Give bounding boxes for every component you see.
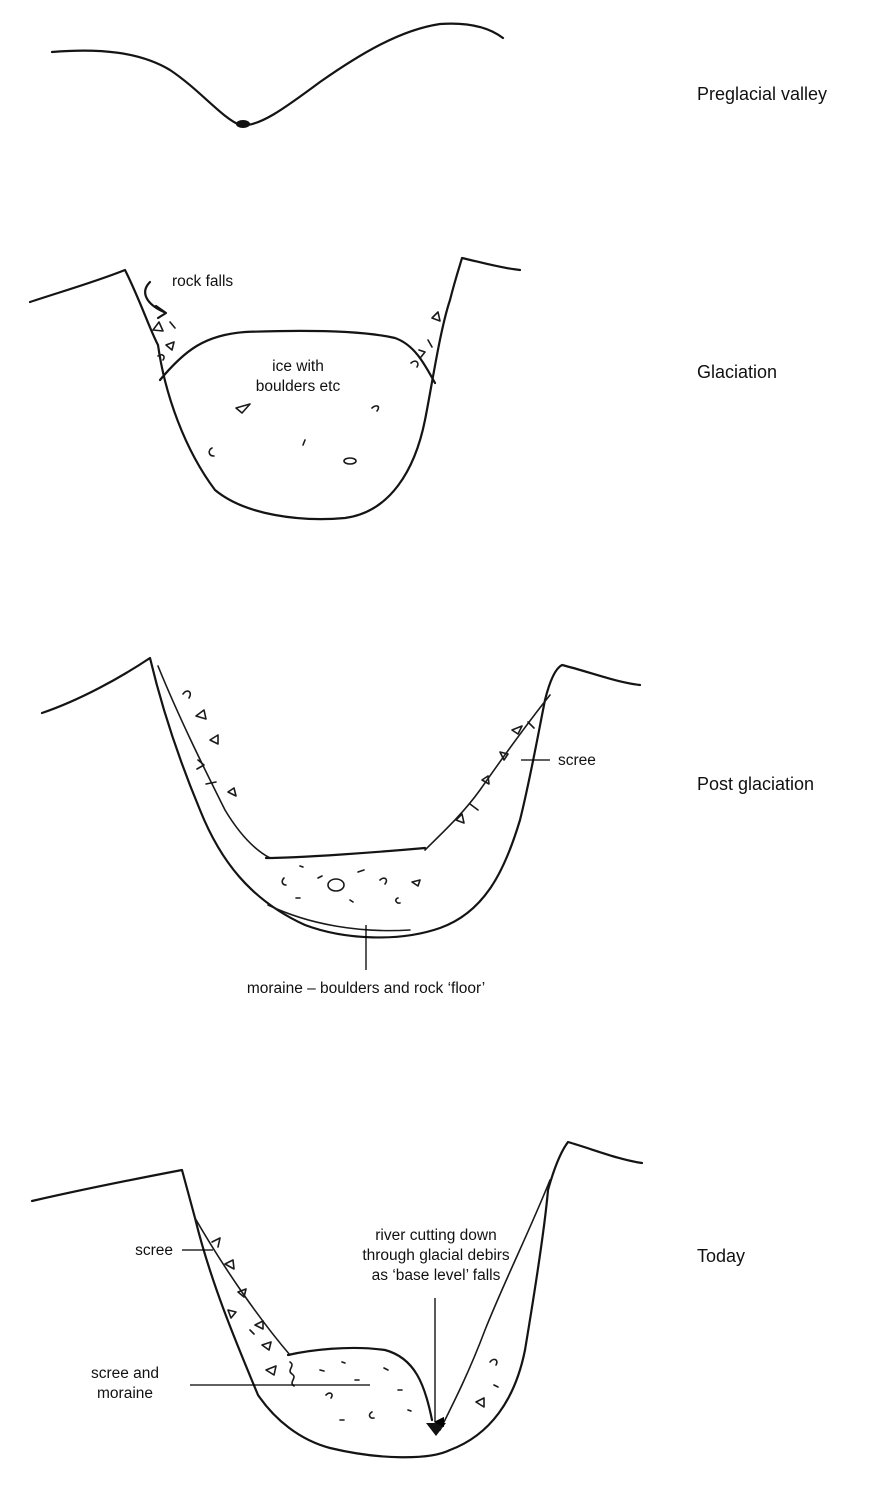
preglacial-river-channel [236,120,250,128]
scree-today-inner-edge [195,1218,290,1355]
stage-title-preglacial: Preglacial valley [697,84,827,104]
stage-title-today: Today [697,1246,745,1266]
label-river-line3: as ‘base level’ falls [372,1267,501,1284]
preglacial-valley-profile [52,24,503,126]
river-channel [426,1423,446,1436]
moraine-boulders [282,866,420,903]
stage-post-glaciation [42,658,640,970]
label-ice-line1: ice with [272,358,324,375]
label-scree-moraine-line1: scree and [91,1365,159,1382]
label-ice-line2: boulders etc [256,378,341,395]
stage-title-glaciation: Glaciation [697,362,777,382]
rock-fall-arrow [145,282,164,312]
label-rock-falls: rock falls [172,273,233,290]
label-river-line2: through glacial debirs [362,1247,510,1264]
stage-title-post-glaciation: Post glaciation [697,774,814,794]
ice-boulders [209,404,378,464]
label-scree-post: scree [558,752,596,769]
today-debris [212,1238,498,1420]
moraine-today-surface [288,1348,432,1420]
scree-left-inner-edge [158,666,270,858]
label-scree-today: scree [135,1242,173,1259]
right-slope-inner-edge [440,1180,550,1430]
ice-surface [160,331,435,383]
label-scree-moraine-line2: moraine [97,1385,153,1402]
label-river-line1: river cutting down [375,1227,496,1244]
moraine-surface [266,848,425,858]
label-moraine-post: moraine – boulders and rock ‘floor’ [247,980,485,997]
scree-debris [183,691,534,823]
stage-preglacial [52,24,503,128]
post-valley-profile [42,658,640,937]
stage-today [32,1142,642,1457]
today-valley-profile [32,1142,642,1457]
rock-fall-arrowhead [156,306,166,318]
